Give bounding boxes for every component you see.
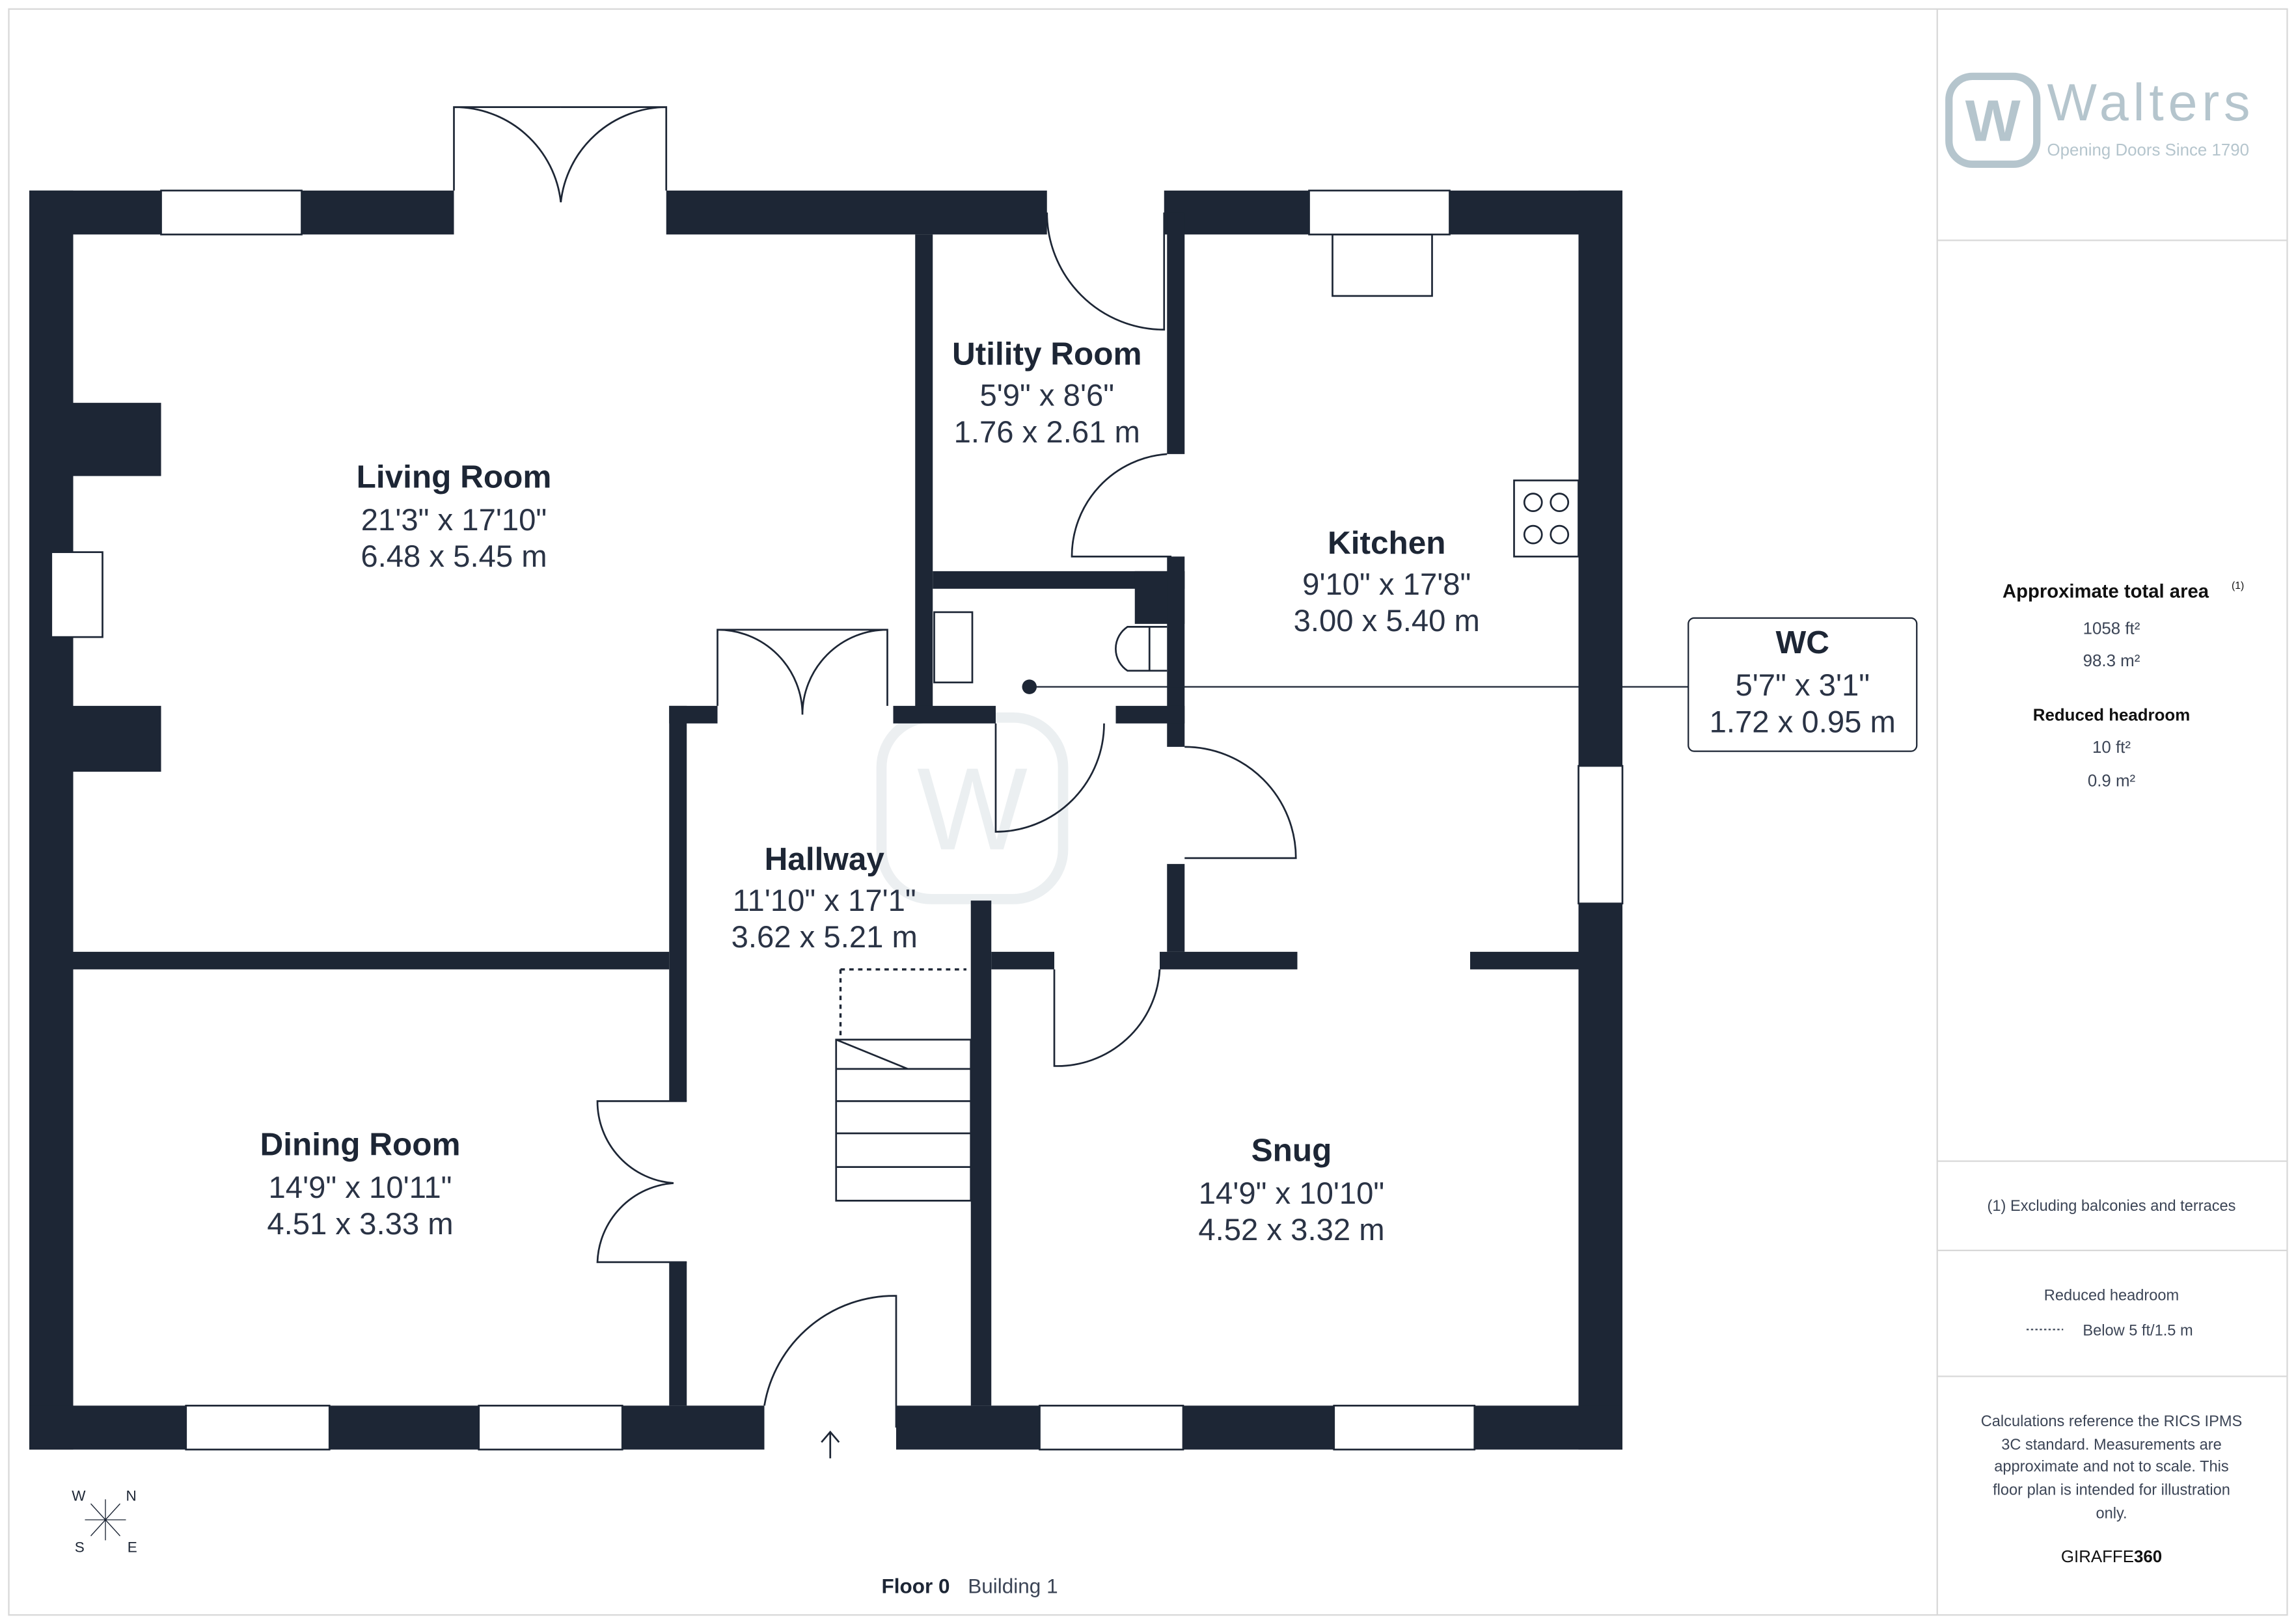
- area-summary: Approximate total area (1) 1058 ft² 98.3…: [2002, 580, 2244, 791]
- disclaimer-line: Calculations reference the RICS IPMS: [1981, 1413, 2243, 1430]
- room-name: Hallway: [765, 841, 885, 877]
- reduced-headroom-line: [839, 968, 966, 1040]
- room-dining: Dining Room 14'9" x 10'11" 4.51 x 3.33 m: [260, 1127, 461, 1241]
- windows: [160, 189, 1624, 1451]
- logo-letter: W: [1965, 88, 2021, 154]
- fixtures: [821, 234, 1689, 1459]
- brand-tagline: Opening Doors Since 1790: [2047, 141, 2250, 159]
- disclaimer-line: approximate and not to scale. This: [1994, 1459, 2228, 1476]
- disclaimer-line: only.: [2096, 1506, 2127, 1522]
- room-imperial: 14'9" x 10'11": [269, 1171, 452, 1205]
- room-name: WC: [1776, 625, 1829, 660]
- disclaimer-line: floor plan is intended for illustration: [1993, 1482, 2230, 1499]
- reduced-headroom-ft: 10 ft²: [2092, 738, 2131, 757]
- room-kitchen: Kitchen 9'10" x 17'8" 3.00 x 5.40 m: [1294, 525, 1480, 638]
- room-name: Kitchen: [1328, 525, 1446, 561]
- total-area-title: Approximate total area: [2002, 581, 2209, 602]
- compass-w: W: [72, 1488, 86, 1504]
- room-metric: 1.76 x 2.61 m: [954, 415, 1140, 450]
- room-living: Living Room 21'3" x 17'10" 6.48 x 5.45 m: [357, 459, 552, 575]
- doors: [453, 106, 1297, 1428]
- brand-name: Walters: [2047, 74, 2255, 132]
- total-area-ft: 1058 ft²: [2083, 620, 2140, 638]
- room-wc-callout: WC 5'7" x 3'1" 1.72 x 0.95 m: [1688, 617, 1918, 752]
- giraffe-text: GIRAFFE: [2061, 1548, 2134, 1566]
- watermark-logo: W: [876, 712, 1069, 904]
- room-imperial: 5'7" x 3'1": [1735, 668, 1870, 703]
- toilet-icon: [1115, 626, 1168, 672]
- sink-icon: [1332, 234, 1433, 297]
- legend: Reduced headroom Below 5 ft/1.5 m: [2027, 1287, 2193, 1339]
- compass-e: E: [128, 1539, 137, 1555]
- room-snug: Snug 14'9" x 10'10" 4.52 x 3.32 m: [1198, 1133, 1384, 1247]
- room-name: Dining Room: [260, 1127, 461, 1163]
- room-imperial: 14'9" x 10'10": [1199, 1176, 1384, 1211]
- room-metric: 6.48 x 5.45 m: [361, 539, 547, 574]
- giraffe360-logo: GIRAFFE360: [2061, 1548, 2162, 1566]
- room-name: Snug: [1251, 1133, 1332, 1169]
- building-label: Building 1: [968, 1574, 1058, 1597]
- disclaimer: Calculations reference the RICS IPMS 3C …: [1981, 1413, 2243, 1522]
- basin-icon: [933, 611, 974, 684]
- room-hallway: Hallway 11'10" x 17'1" 3.62 x 5.21 m: [731, 841, 918, 954]
- page-border: [8, 8, 2288, 1616]
- room-metric: 3.62 x 5.21 m: [731, 920, 918, 954]
- wc-callout-leader: [1022, 679, 1689, 694]
- room-metric: 3.00 x 5.40 m: [1294, 604, 1480, 638]
- legend-title: Reduced headroom: [2044, 1287, 2179, 1304]
- room-utility: Utility Room 5'9" x 8'6" 1.76 x 2.61 m: [952, 336, 1142, 450]
- compass-icon: W N S E: [72, 1488, 137, 1556]
- room-imperial: 21'3" x 17'10": [361, 503, 547, 537]
- room-metric: 1.72 x 0.95 m: [1710, 705, 1896, 739]
- reduced-headroom-title: Reduced headroom: [2033, 706, 2190, 724]
- hob-icon: [1513, 480, 1579, 558]
- walls: [29, 190, 1622, 1450]
- footnote: (1) Excluding balconies and terraces: [1988, 1198, 2236, 1215]
- compass-n: N: [126, 1488, 137, 1504]
- footnote-marker: (1): [2232, 580, 2244, 591]
- stairs: [835, 1038, 972, 1202]
- room-name: Living Room: [357, 459, 552, 495]
- giraffe-number: 360: [2134, 1548, 2162, 1566]
- room-imperial: 5'9" x 8'6": [979, 379, 1114, 413]
- legend-text: Below 5 ft/1.5 m: [2083, 1322, 2193, 1339]
- compass-s: S: [75, 1539, 85, 1555]
- room-imperial: 9'10" x 17'8": [1302, 567, 1471, 602]
- room-imperial: 11'10" x 17'1": [733, 884, 916, 918]
- total-area-m: 98.3 m²: [2083, 652, 2140, 670]
- floor-label: Floor 0: [882, 1574, 950, 1597]
- watermark-letter: W: [917, 744, 1028, 874]
- room-metric: 4.52 x 3.32 m: [1198, 1213, 1384, 1247]
- room-metric: 4.51 x 3.33 m: [267, 1207, 453, 1241]
- reduced-headroom-m: 0.9 m²: [2088, 772, 2136, 791]
- disclaimer-line: 3C standard. Measurements are: [2001, 1437, 2222, 1454]
- walters-logo: W Walters Opening Doors Since 1790: [1945, 72, 2255, 168]
- entrance-arrow-icon: [821, 1430, 840, 1459]
- room-name: Utility Room: [952, 336, 1142, 372]
